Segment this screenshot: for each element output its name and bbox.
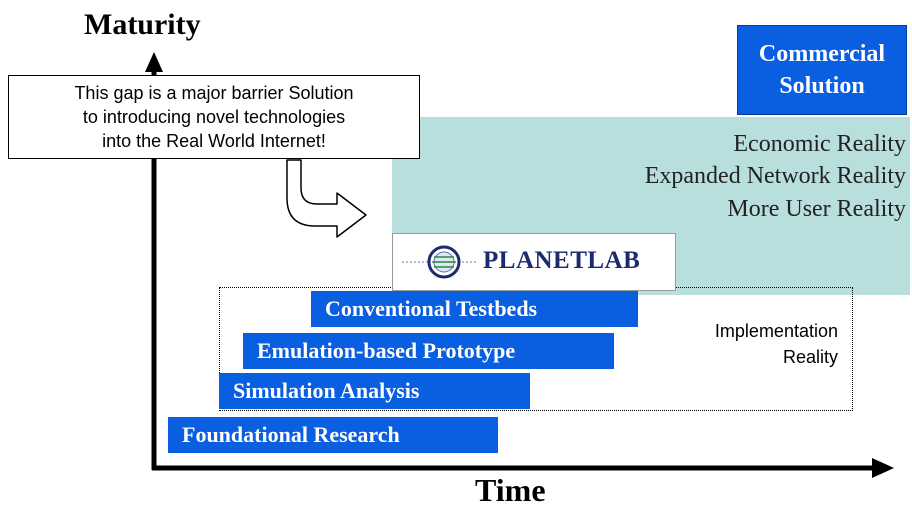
commercial-solution-line1: Commercial	[758, 41, 886, 67]
expanded-network-reality-label: Expanded Network Reality	[644, 163, 906, 189]
stage-foundational-research: Foundational Research	[168, 417, 498, 453]
gap-callout-box: This gap is a major barrier Solution to …	[8, 75, 420, 159]
implementation-line2: Reality	[782, 347, 838, 367]
x-axis-title: Time	[475, 472, 546, 508]
callout-line2: to introducing novel technologies	[82, 107, 346, 127]
stage-emulation-based-prototype: Emulation-based Prototype	[243, 333, 614, 369]
planetlab-label: PLANETLAB	[483, 247, 641, 274]
economic-reality-label: Economic Reality	[733, 131, 906, 157]
gap-arrow-icon	[286, 159, 367, 238]
callout-line1: This gap is a major barrier Solution	[74, 83, 354, 103]
more-user-reality-label: More User Reality	[727, 196, 906, 222]
implementation-reality-label: Implementation Reality	[660, 318, 838, 370]
x-axis	[152, 458, 894, 478]
stage-conventional-testbeds: Conventional Testbeds	[311, 291, 638, 327]
commercial-solution-line2: Solution	[779, 73, 865, 99]
commercial-solution-box: Commercial Solution	[737, 25, 907, 115]
stage-simulation-analysis: Simulation Analysis	[219, 373, 530, 409]
implementation-line1: Implementation	[714, 321, 838, 341]
y-axis-title: Maturity	[84, 8, 201, 41]
callout-line3: into the Real World Internet!	[102, 131, 326, 151]
planetlab-globe-icon	[402, 245, 478, 279]
